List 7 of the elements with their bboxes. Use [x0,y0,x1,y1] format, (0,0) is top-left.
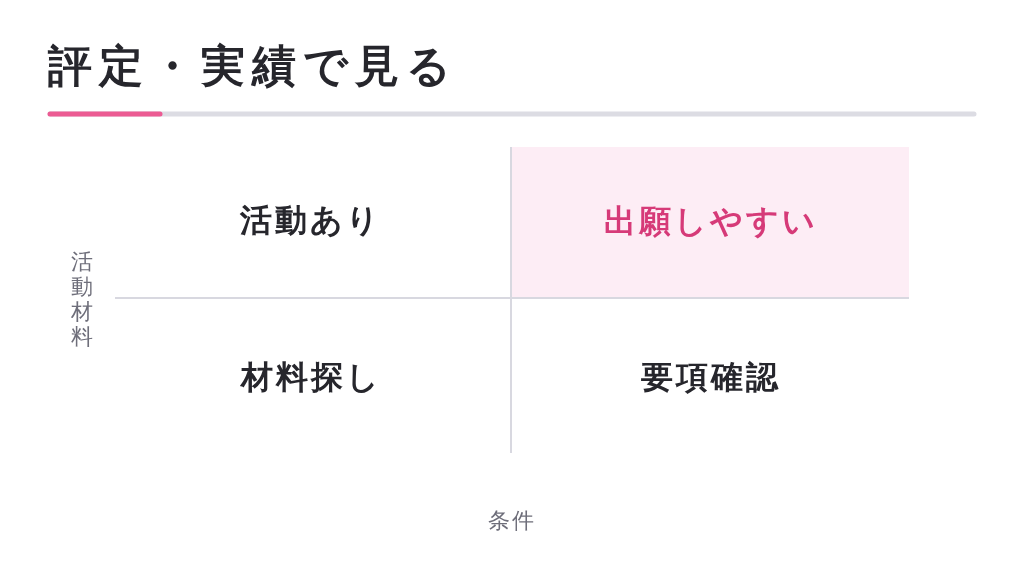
axis-label: 条件 [488,507,536,535]
quadrant-label: 要項確認 [641,357,781,397]
highlighted-quadrant: 出願しやすい [512,147,909,297]
quadrant-label: 材料探し [240,357,382,397]
axis-label: 活動材料 [70,249,94,349]
quadrant-label: 活動あり [240,200,382,240]
title: 評定・実績で見る [48,40,458,93]
